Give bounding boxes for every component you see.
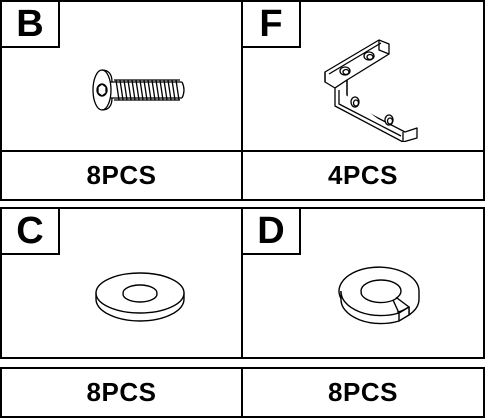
part-d-quantity-cell: 8PCS (241, 367, 485, 418)
part-d-quantity: 8PCS (328, 377, 398, 407)
part-b-letter: B (2, 2, 60, 48)
part-f-letter: F (243, 2, 301, 48)
part-b-quantity: 8PCS (86, 160, 157, 190)
part-c-quantity: 8PCS (86, 377, 157, 407)
part-f-quantity-cell: 4PCS (241, 150, 485, 201)
part-b-image-cell: B (0, 0, 243, 152)
screw-icon (92, 69, 185, 111)
part-c-letter: C (2, 209, 60, 255)
part-f-quantity: 4PCS (328, 160, 398, 190)
flat-washer-icon (95, 272, 185, 322)
part-c-image-cell: C (0, 207, 243, 359)
part-d-letter: D (243, 209, 301, 255)
spring-washer-icon (338, 266, 420, 325)
part-f-image-cell: F (241, 0, 485, 152)
part-c-quantity-cell: 8PCS (0, 367, 243, 418)
part-d-image-cell: D (241, 207, 485, 359)
l-bracket-icon (324, 39, 418, 142)
part-b-quantity-cell: 8PCS (0, 150, 243, 201)
